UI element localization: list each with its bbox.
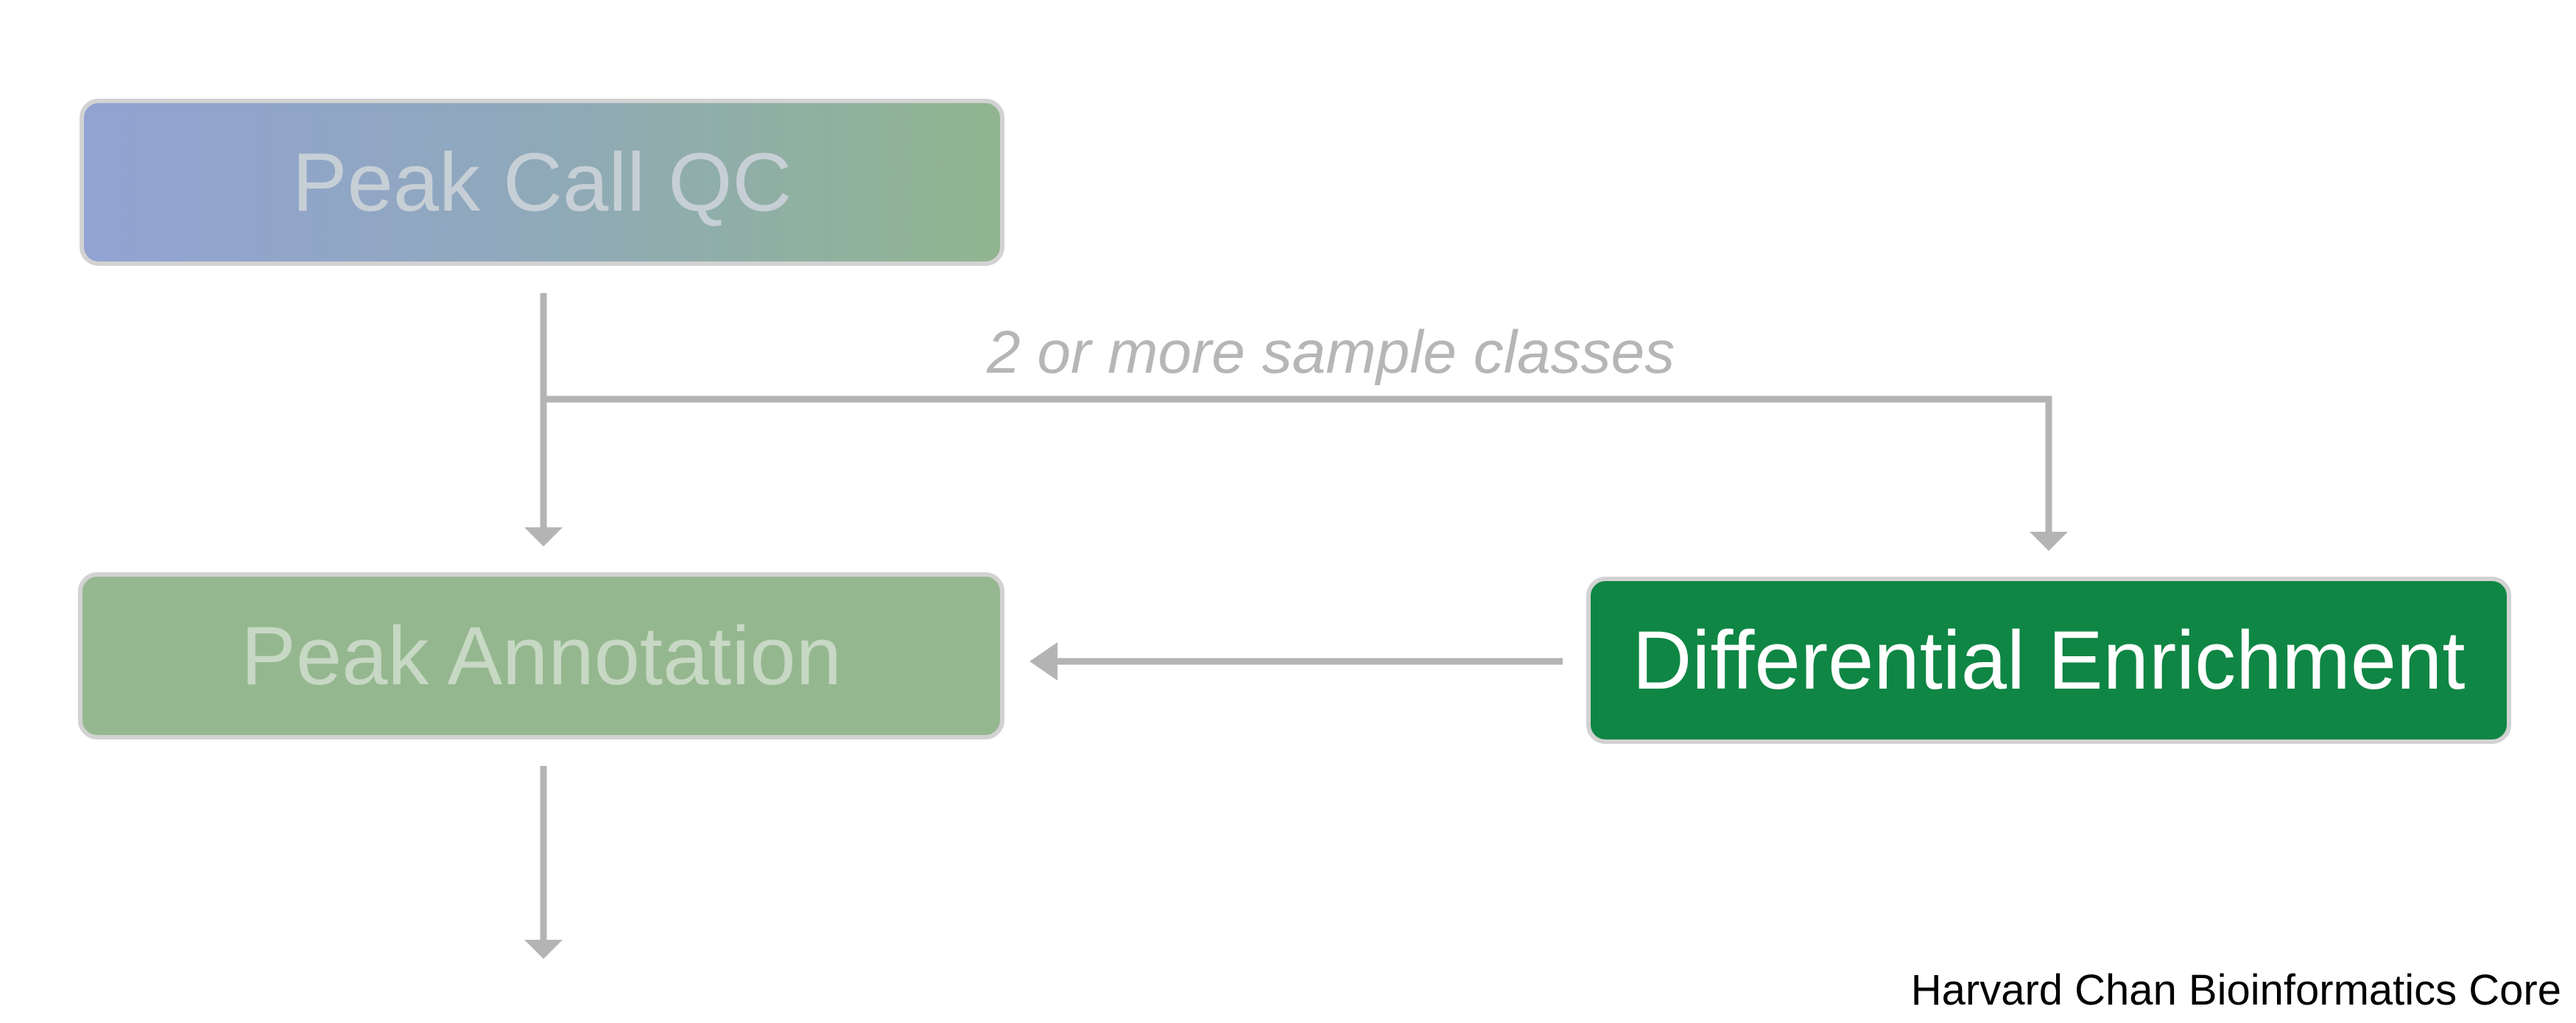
peak-call-qc-box: Peak Call QC [80,99,1004,266]
connector-branch-to-de [543,396,2052,532]
arrowhead-de-top [2030,532,2068,551]
differential-enrichment-label: Differential Enrichment [1632,614,2466,706]
peak-annotation-box: Peak Annotation [78,572,1004,739]
arrowhead-bottom [524,940,563,959]
differential-enrichment-box: Differential Enrichment [1586,577,2511,744]
peak-call-qc-label: Peak Call QC [292,136,792,228]
footer-credit: Harvard Chan Bioinformatics Core [1910,966,2561,1014]
branch-condition-label: 2 or more sample classes [987,319,1675,386]
peak-annotation-label: Peak Annotation [241,610,842,702]
arrowhead-annotation-top [524,527,563,546]
arrowhead-annotation-right [1030,642,1058,681]
